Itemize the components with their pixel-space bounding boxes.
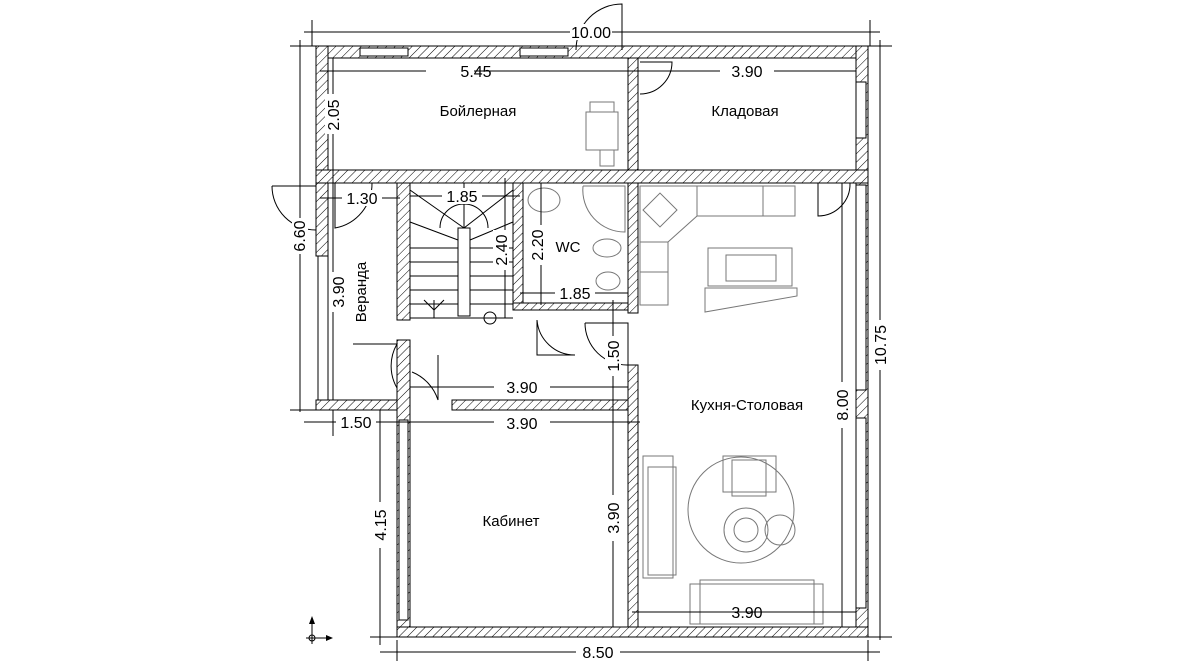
dim-stair-length: 2.40 <box>494 234 511 265</box>
stair-post <box>483 311 497 325</box>
dim-office-depth: 3.90 <box>606 502 623 533</box>
kitchen-sink <box>642 192 678 228</box>
door-swing <box>271 185 317 231</box>
boiler-unit <box>585 111 619 151</box>
boiler-partition <box>627 57 639 171</box>
dim-hall-depth: 1.50 <box>606 340 623 371</box>
room-label-boiler: Бойлерная <box>440 103 517 120</box>
room-label-storage: Кладовая <box>711 103 778 120</box>
dim-office-width: 3.90 <box>506 416 537 433</box>
walls <box>315 45 869 638</box>
room-label-kitchen: Кухня-Столовая <box>691 397 803 414</box>
stair-core <box>457 227 471 317</box>
window <box>317 255 329 401</box>
door-swing <box>411 355 439 401</box>
door-swing <box>536 319 576 356</box>
cooktop <box>725 254 777 282</box>
stair-steps <box>409 183 514 319</box>
sofa-left-outline <box>642 455 674 579</box>
shower <box>582 185 626 233</box>
veranda-bottom-wall <box>315 399 409 411</box>
wc-bottom-wall <box>512 302 634 311</box>
kitchen-left-wall-lower <box>627 364 639 638</box>
window <box>359 47 409 57</box>
island-counter <box>704 287 798 313</box>
dim-veranda-door: 1.30 <box>346 191 377 208</box>
kitchen-counter <box>639 185 796 306</box>
toilet <box>592 238 622 258</box>
door-swing <box>584 322 629 366</box>
sofa-bottom-inner <box>699 579 815 625</box>
dimension-labels: 10.00 5.45 3.90 2.05 6.60 10.75 1.30 1.8… <box>292 24 890 661</box>
window <box>855 184 867 391</box>
dim-office-left: 4.15 <box>373 509 390 540</box>
dim-veranda-width: 1.50 <box>340 415 371 432</box>
sofa-left <box>647 466 677 576</box>
coffee-table-inner <box>733 517 759 543</box>
middle-wall <box>315 169 869 184</box>
dim-boiler-width: 5.45 <box>460 64 491 81</box>
side-table <box>764 514 796 546</box>
door-swing <box>353 343 398 389</box>
boiler-top <box>589 101 615 113</box>
wc-left-wall <box>512 182 524 311</box>
dim-veranda-length: 3.90 <box>331 276 348 307</box>
door-swing <box>817 182 851 217</box>
sink <box>527 187 561 213</box>
dim-line-bottom <box>380 640 880 661</box>
dim-stair-width: 1.85 <box>446 189 477 206</box>
room-label-veranda: Веранда <box>353 261 370 322</box>
armchair <box>722 455 777 493</box>
dim-storage-width: 3.90 <box>731 64 762 81</box>
hall-bottom-wall <box>451 399 639 411</box>
dim-boiler-depth: 2.05 <box>326 99 343 130</box>
dim-total-width: 10.00 <box>571 25 611 42</box>
rug <box>687 456 795 564</box>
window <box>398 419 409 621</box>
bottom-wall <box>396 626 869 638</box>
bidet <box>595 271 621 291</box>
stair-wall <box>396 182 411 321</box>
dim-wc-depth: 2.20 <box>530 229 547 260</box>
left-wall-upper <box>315 45 329 257</box>
furniture <box>527 101 824 625</box>
doors <box>271 3 851 401</box>
dimension-lines <box>290 20 892 661</box>
kitchen-left-wall-upper <box>627 182 639 314</box>
boiler-valve <box>599 149 615 167</box>
dim-kitchen-width: 3.90 <box>731 605 762 622</box>
kitchen-island <box>707 247 793 287</box>
dim-kitchen-depth: 8.00 <box>835 389 852 420</box>
window <box>855 417 867 609</box>
room-label-wc: WC <box>556 239 581 256</box>
armchair-seat <box>731 459 767 497</box>
window <box>519 47 569 57</box>
dim-bottom-width: 8.50 <box>582 645 613 661</box>
room-label-office: Кабинет <box>482 513 539 530</box>
staircase <box>409 183 514 325</box>
door-swing <box>639 61 673 95</box>
dim-hall-width: 3.90 <box>506 380 537 397</box>
door-swing <box>575 3 623 51</box>
dim-left-height: 6.60 <box>292 220 309 251</box>
dim-right-height: 10.75 <box>873 325 890 365</box>
windows <box>317 47 867 621</box>
window <box>855 81 867 139</box>
coffee-table <box>723 507 769 553</box>
dim-wc-width: 1.85 <box>559 286 590 303</box>
origin-marker-icon <box>306 616 333 644</box>
